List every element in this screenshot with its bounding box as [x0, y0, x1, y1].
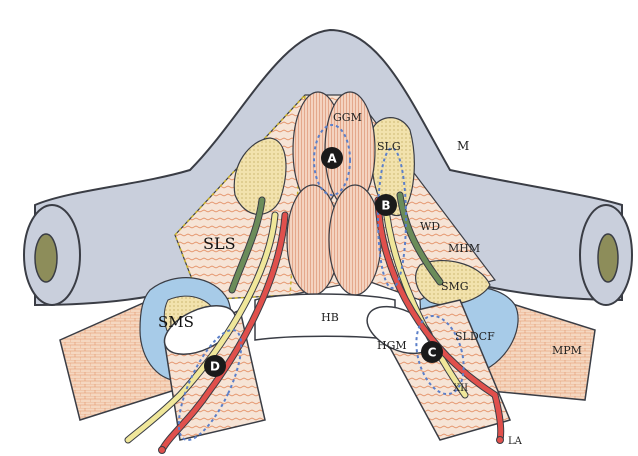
svg-text:A: A [327, 152, 337, 166]
label-hb: HB [321, 311, 339, 324]
right-artery-end [497, 437, 504, 444]
label-mhm: MHM [448, 242, 480, 255]
marker-b: B [375, 194, 397, 216]
label-xii: XII [453, 383, 468, 394]
marker-a: A [321, 147, 343, 169]
label-la: LA [508, 436, 523, 447]
label-m: M [457, 139, 469, 153]
marker-d: D [204, 355, 226, 377]
svg-text:B: B [381, 199, 390, 213]
label-smg: SMG [441, 280, 469, 293]
svg-text:C: C [428, 346, 437, 360]
left-artery-end [159, 447, 166, 454]
label-wd: WD [420, 220, 440, 233]
label-sms: SMS [158, 313, 194, 331]
geniohyoid-right [329, 185, 381, 295]
label-mpm: MPM [552, 344, 582, 357]
label-slg: SLG [377, 140, 401, 153]
right-mental-foramen [598, 234, 618, 282]
label-ggm: GGM [333, 111, 362, 124]
svg-text:D: D [210, 360, 220, 374]
label-sldcf: SLDCF [455, 330, 495, 343]
label-hgm: HGM [377, 339, 407, 352]
left-mental-foramen [35, 234, 57, 282]
label-sls: SLS [203, 234, 236, 253]
marker-c: C [421, 341, 443, 363]
